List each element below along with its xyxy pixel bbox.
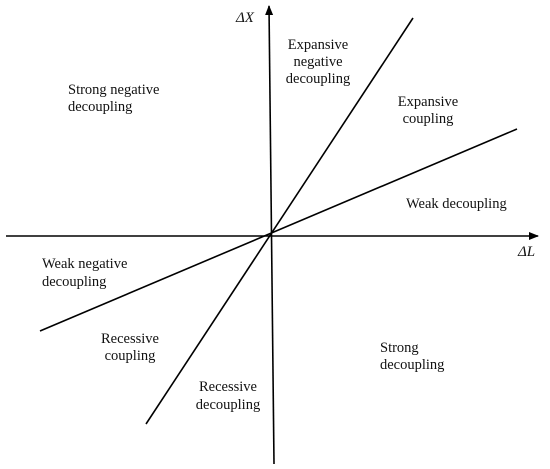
svg-text:Recessive: Recessive [101,331,159,347]
svg-text:decoupling: decoupling [286,71,350,87]
shallow-boundary-line [39,128,518,332]
svg-text:Weak negative: Weak negative [42,256,127,272]
y-axis [265,5,275,465]
svg-text:Weak decoupling: Weak decoupling [406,196,507,212]
region-weak-decoupling: Weak decoupling [406,196,507,212]
region-strong-negative-decoupling: Strong negative decoupling [68,82,159,115]
region-weak-negative-decoupling: Weak negative decoupling [42,256,127,290]
region-recessive-coupling: Recessive coupling [101,331,159,364]
svg-text:Strong: Strong [380,340,419,356]
y-axis-label: ΔX [235,10,255,26]
svg-text:decoupling: decoupling [380,357,444,373]
svg-text:negative: negative [293,54,342,70]
svg-text:decoupling: decoupling [42,274,106,290]
region-recessive-decoupling: Recessive decoupling [196,379,260,413]
svg-text:Recessive: Recessive [199,379,257,395]
svg-text:decoupling: decoupling [68,99,132,115]
svg-text:coupling: coupling [403,111,454,127]
svg-text:Expansive: Expansive [398,94,458,110]
svg-text:decoupling: decoupling [196,397,260,413]
region-strong-decoupling: Strong decoupling [380,340,444,373]
svg-text:coupling: coupling [105,348,156,364]
svg-text:Strong negative: Strong negative [68,82,159,98]
region-expansive-coupling: Expansive coupling [398,94,458,127]
x-axis-label: ΔL [517,244,535,260]
region-expansive-negative-decoupling: Expansive negative decoupling [286,37,350,87]
steep-boundary-line [145,17,414,425]
svg-text:Expansive: Expansive [288,37,348,53]
